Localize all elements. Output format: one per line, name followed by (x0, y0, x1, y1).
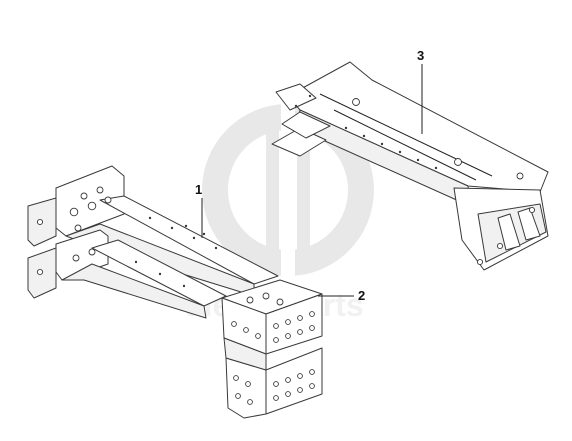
callout-3-label: 3 (417, 48, 424, 63)
part-3-crossmember (271, 61, 549, 271)
part-2-bracket (27, 229, 323, 419)
callout-1: 1 (195, 182, 203, 238)
callout-3: 3 (417, 48, 424, 134)
callout-1-label: 1 (195, 182, 202, 197)
dp-logo-icon (202, 104, 374, 276)
callout-2: 2 (318, 288, 365, 303)
callout-2-label: 2 (358, 288, 365, 303)
